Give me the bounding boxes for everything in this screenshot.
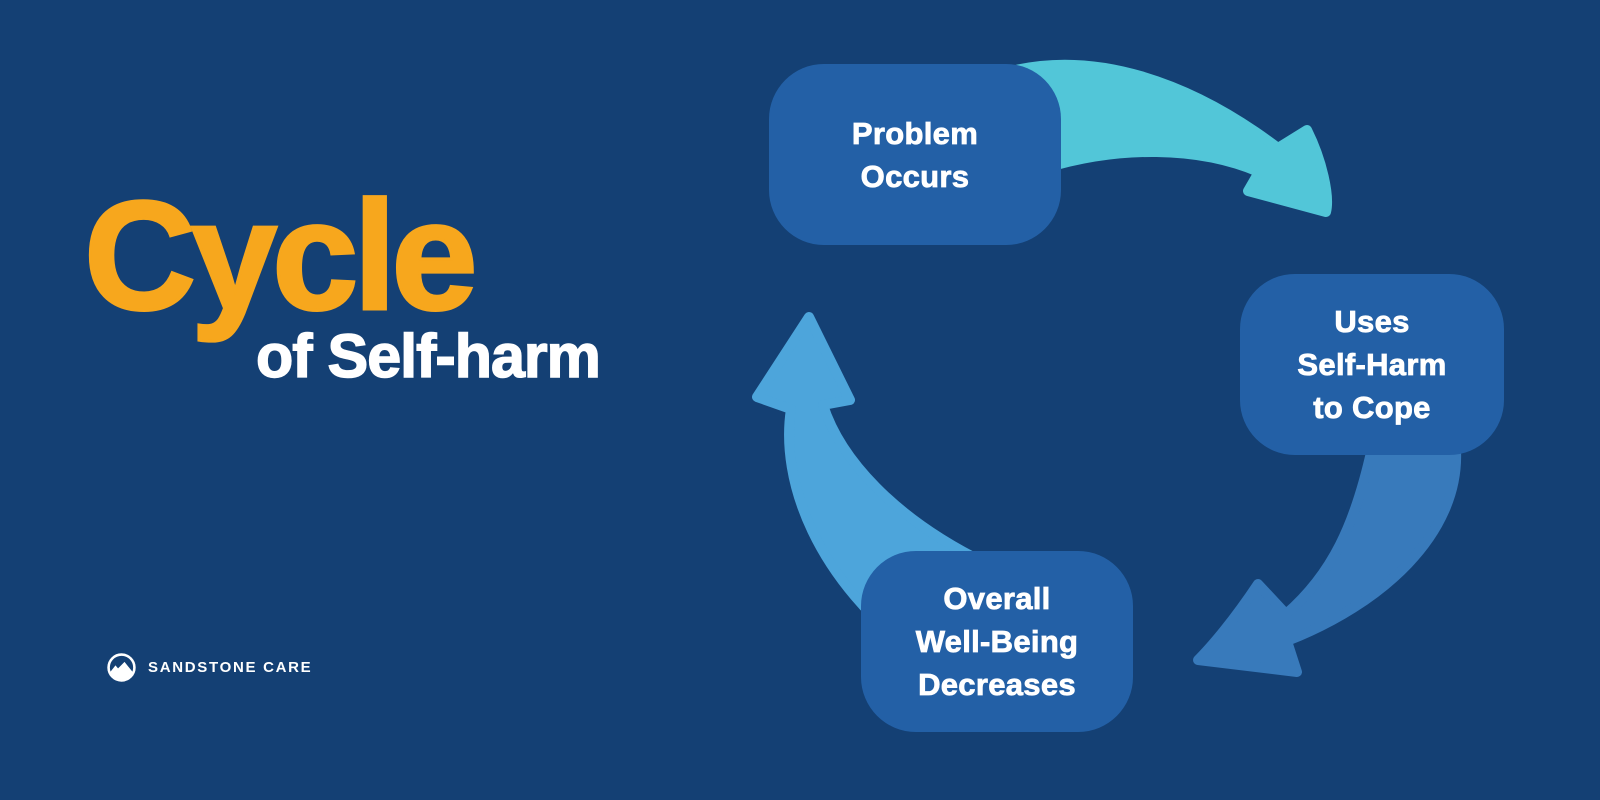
step-box-uses-self-harm-to-cope: Uses Self-Harm to Cope [1240,274,1504,455]
curved-arrow-cope-to-wellbeing-icon [1193,443,1462,677]
step-label-line: Problem [851,115,979,151]
title-subtitle: of Self-harm [255,322,601,390]
step-label-line: Uses [1334,304,1410,340]
sandstone-care-logo: SANDSTONE CARE [106,652,312,683]
step-label-line: to Cope [1313,390,1431,426]
mountain-icon [107,653,136,682]
curved-arrow-problem-to-cope-icon [995,59,1332,217]
step-label-line: Self-Harm [1297,347,1447,383]
logo-text: SANDSTONE CARE [148,659,313,676]
step-box-problem-occurs: Problem Occurs [769,64,1061,245]
step-label-line: Decreases [918,667,1076,703]
step-label-line: Occurs [860,158,970,194]
step-label-line: Well-Being [915,624,1079,660]
step-label-line: Overall [943,581,1051,617]
title-accent: Cycle [83,169,480,342]
step-box-overall-well-being-decreases: Overall Well-Being Decreases [861,551,1133,732]
